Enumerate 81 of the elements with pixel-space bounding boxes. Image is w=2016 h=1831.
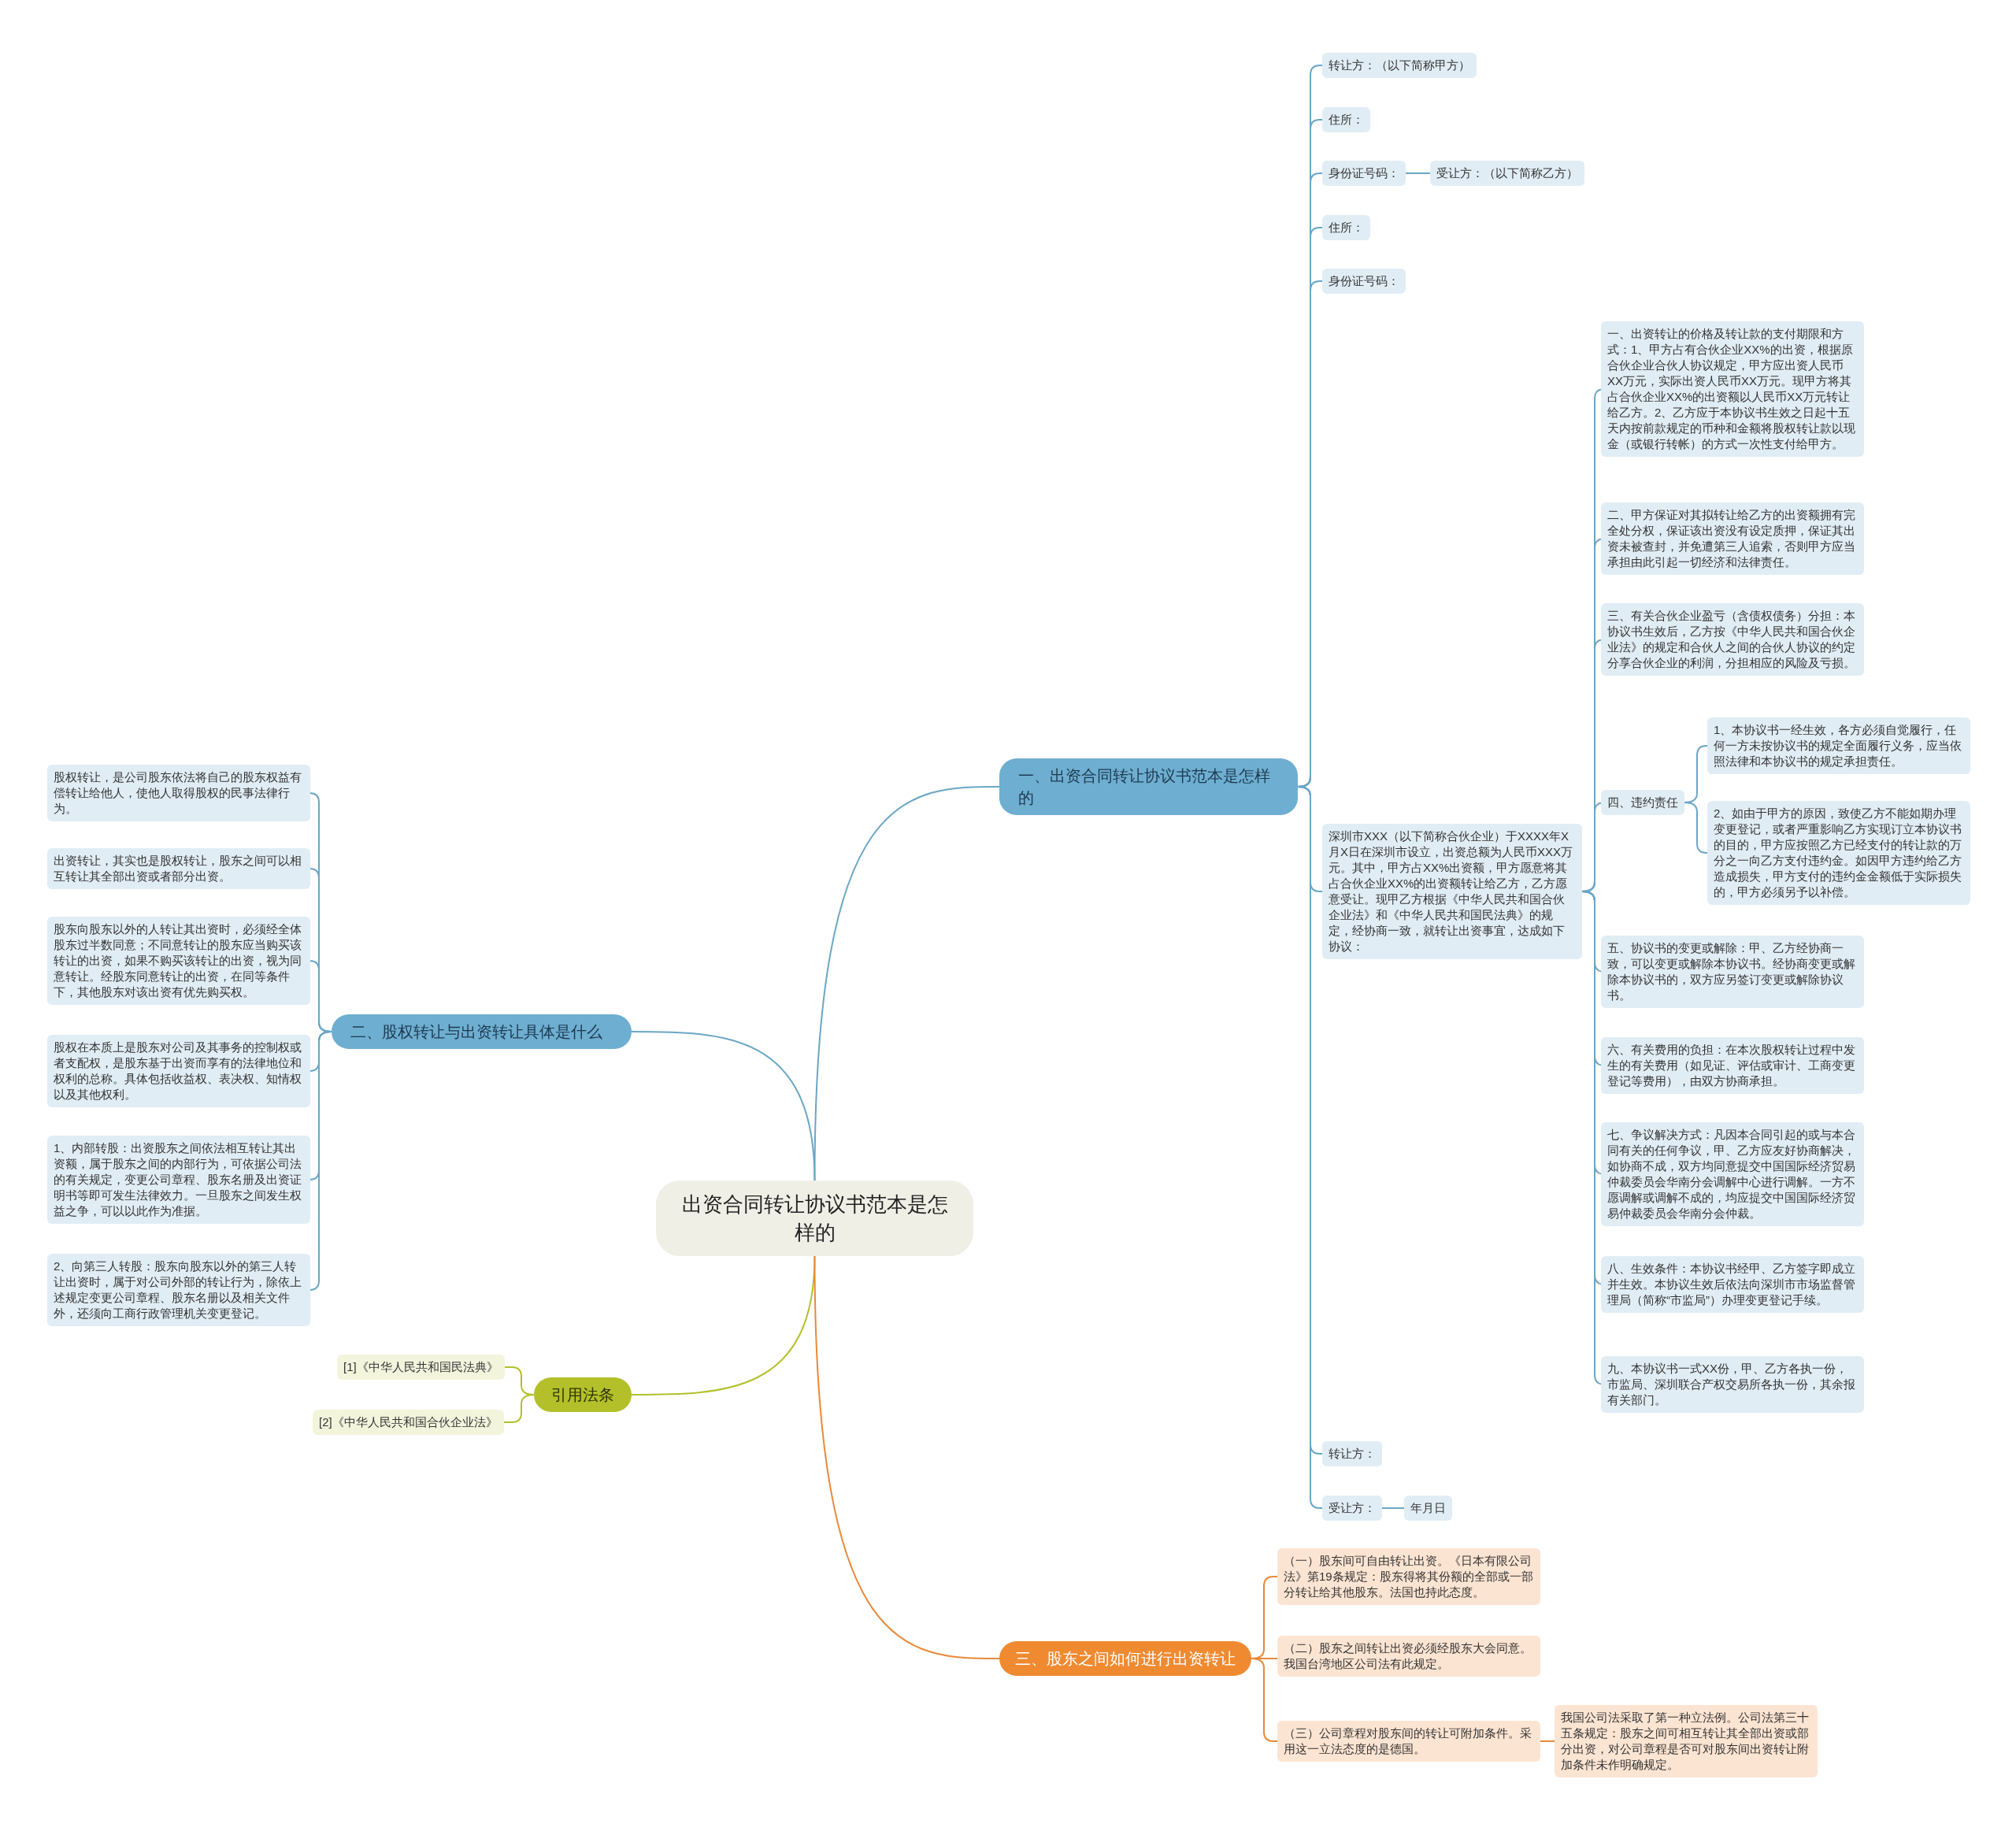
subtopic-box — [1601, 936, 1864, 1008]
topic-text: 1、本协议书一经生效，各方必须自觉履行，任何一方未按协议书的规定全面履行义务，应当依照法律和本协议书的规定承担责任。 — [1714, 722, 1962, 769]
topic-text: 2、如由于甲方的原因，致使乙方不能如期办理变更登记，或者严重影响乙方实现订立本协议书的目的，甲方应按照乙方已经支付的转让款的万分之一向乙方支付违约金。如因甲方违约给乙方造成损失，甲方支付的违约金金额低于实际损失的，甲方必须另予以补偿。 — [1714, 806, 1962, 900]
subtopic-box — [1601, 502, 1864, 575]
topic-text: （三）公司章程对股东间的转让可附加条件。采用这一立法态度的是德国。 — [1284, 1725, 1532, 1757]
branch-topic — [534, 1377, 632, 1412]
topic-text: [1]《中华人民共和国民法典》 — [343, 1359, 498, 1375]
topic-text: 住所： — [1329, 220, 1364, 235]
connector-line — [1684, 802, 1708, 854]
topic-text: 六、有关费用的负担：在本次股权转让过程中发生的有关费用（如见证、评估或审计、工商变更登记等费用），由双方协商承担。 — [1607, 1042, 1856, 1089]
subtopic-box — [1601, 1256, 1864, 1313]
subtopic-box — [1322, 1496, 1382, 1521]
topic-text: 我国公司法采取了第一种立法例。公司法第三十五条规定：股东之间可相互转让其全部出资或部分出资，对公司章程是否可对股东间出资转让附加条件未作明确规定。 — [1561, 1710, 1810, 1773]
topic-text: 出资转让，其实也是股权转让，股东之间可以相互转让其全部出资或者部分出资。 — [54, 853, 302, 884]
topic-text: 身份证号码： — [1329, 165, 1399, 181]
connector-line — [1540, 1740, 1555, 1742]
subtopic-box — [313, 1410, 504, 1435]
topic-text: 住所： — [1329, 112, 1364, 128]
topic-text: 股东向股东以外的人转让其出资时，必须经全体股东过半数同意；不同意转让的股东应当购买该转让的出资，如果不购买该转让的出资，视为同意转让。经股东同意转让的出资，在同等条件下，其他股东对该出资有优先购买权。 — [54, 921, 302, 1000]
subtopic-box — [1322, 269, 1406, 294]
topic-text: 深圳市XXX（以下简称合伙企业）于XXXX年X月X日在深圳市设立，出资总额为人民币XXX万元。其中，甲方占XX%出资额，甲方愿意将其占合伙企业XX%的出资额转让给乙方，乙方愿意受让。现甲乙方根据《中华人民共和国合伙企业法》和《中华人民共和国民法典》的规定，经协商一致，就转让出资事宜，达成如下协议： — [1329, 828, 1574, 954]
topic-text: 1、内部转股：出资股东之间依法相互转让其出资额，属于股东之间的内部行为，可依据公司法的有关规定，变更公司章程、股东名册及出资证明书等即可发生法律效力。一旦股东之间发生权益之争，可以以此作为准据。 — [54, 1140, 302, 1219]
topic-text: 引用法条 — [550, 1385, 615, 1405]
central-topic — [656, 1181, 973, 1256]
subtopic-box — [1277, 1636, 1540, 1677]
topic-text: 四、违约责任 — [1607, 795, 1678, 810]
topic-text: 转让方：（以下简称甲方） — [1329, 57, 1470, 73]
topic-text: 出资合同转让协议书范本是怎样的 — [681, 1192, 948, 1246]
topic-text: 年月日 — [1410, 1500, 1446, 1516]
branch-topic — [332, 1014, 632, 1049]
subtopic-box — [1322, 215, 1370, 240]
topic-text: 八、生效条件：本协议书经甲、乙方签字即成立并生效。本协议生效后依法向深圳市市场监督管理局（简称“市监局”）办理变更登记手续。 — [1607, 1261, 1856, 1308]
subtopic-box — [47, 848, 310, 889]
connector-line — [813, 1255, 1000, 1659]
subtopic-box — [1404, 1496, 1452, 1521]
subtopic-box — [1601, 1356, 1864, 1413]
subtopic-box — [337, 1355, 505, 1380]
connector-line — [309, 1031, 332, 1291]
topic-text: （一）股东间可自由转让出资。《日本有限公司法》第19条规定：股东得将其份额的全部或一部分转让给其他股东。法国也持此态度。 — [1284, 1553, 1534, 1600]
topic-text: 身份证号码： — [1329, 273, 1399, 289]
connector-line — [503, 1394, 535, 1423]
topic-text: 九、本协议书一式XX份，甲、乙方各执一份，市监局、深圳联合产权交易所各执一份，其余报有关部门。 — [1607, 1361, 1856, 1408]
subtopic-box — [1277, 1548, 1540, 1605]
subtopic-box — [47, 1136, 310, 1224]
topic-text: 2、向第三人转股：股东向股东以外的第三人转让出资时，属于对公司外部的转让行为，除依上述规定变更公司章程、股东名册以及相关文件外，还须向工商行政管理机关变更登记。 — [54, 1258, 302, 1321]
topic-text: 二、甲方保证对其拟转让给乙方的出资额拥有完全处分权，保证该出资没有设定质押，保证其出资未被查封，并免遭第三人追索，否则甲方应当承担由此引起一切经济和法律责任。 — [1607, 507, 1856, 570]
subtopic-box — [1322, 53, 1477, 78]
subtopic-box — [1601, 790, 1684, 815]
subtopic-box — [1277, 1721, 1540, 1762]
topic-text: 五、协议书的变更或解除：甲、乙方经协商一致，可以变更或解除本协议书。经协商变更或解除本协议书的，双方应另签订变更或解除协议书。 — [1607, 940, 1856, 1003]
subtopic-box — [1322, 1441, 1382, 1466]
subtopic-box — [47, 765, 310, 821]
branch-topic — [999, 758, 1298, 815]
subtopic-box — [1430, 161, 1584, 186]
topic-text: （二）股东之间转让出资必须经股东大会同意。我国台湾地区公司法有此规定。 — [1284, 1640, 1532, 1672]
topic-text: 七、争议解决方式：凡因本合同引起的或与本合同有关的任何争议，甲、乙方应友好协商解决，如协商不成，双方均同意提交中国国际经济贸易仲裁委员会华南分会调解中心进行调解。一方不愿调解或调解不成的，均应提交中国国际经济贸易仲裁委员会华南分会仲裁。 — [1607, 1127, 1856, 1221]
subtopic-box — [1322, 107, 1370, 132]
topic-text: 股权在本质上是股东对公司及其事务的控制权或者支配权，是股东基于出资而享有的法律地位和权利的总称。具体包括收益权、表决权、知情权以及其他权利。 — [54, 1040, 302, 1103]
topic-text: 受让方： — [1329, 1500, 1376, 1516]
connector-line — [1405, 172, 1431, 174]
subtopic-box — [47, 917, 310, 1005]
topic-text: 转让方： — [1329, 1446, 1376, 1462]
topic-text: 一、出资合同转让协议书范本是怎样的 — [1018, 766, 1271, 808]
topic-text: [2]《中华人民共和国合伙企业法》 — [319, 1414, 498, 1430]
subtopic-box — [1601, 603, 1864, 676]
connector-line — [631, 1255, 816, 1395]
topic-text: 三、股东之间如何进行出资转让 — [1015, 1649, 1236, 1669]
subtopic-box — [1555, 1705, 1818, 1777]
subtopic-box — [47, 1035, 310, 1107]
topic-text: 一、出资转让的价格及转让款的支付期限和方式：1、甲方占有合伙企业XX%的出资，根据原合伙企业合伙人协议规定，甲方应出资人民币XX万元，实际出资人民币XX万元。现甲方将其占合伙企业XX%的出资额以人民币XX万元转让给乙方。2、乙方应于本协议书生效之日起十五天内按前款规定的币种和金额将股权转让款以现金（或银行转帐）的方式一次性支付给甲方。 — [1607, 326, 1856, 452]
topic-text: 受让方：（以下简称乙方） — [1436, 165, 1578, 181]
subtopic-box — [47, 1254, 310, 1326]
topic-text: 三、有关合伙企业盈亏（含债权债务）分担：本协议书生效后，乙方按《中华人民共和国合伙企业法》的规定和合伙人之间的合伙人协议的约定分享合伙企业的利润，分担相应的风险及亏损。 — [1607, 608, 1856, 671]
subtopic-box — [1707, 717, 1970, 774]
topic-text: 二、股权转让与出资转让具体是什么 — [350, 1022, 603, 1042]
connector-line — [1381, 1507, 1405, 1509]
subtopic-box — [1322, 161, 1406, 186]
subtopic-box — [1601, 1037, 1864, 1094]
topic-text: 股权转让，是公司股东依法将自己的股东权益有偿转让给他人，使他人取得股权的民事法律行为。 — [54, 769, 302, 817]
connector-line — [631, 1031, 816, 1181]
branch-topic — [999, 1641, 1251, 1676]
